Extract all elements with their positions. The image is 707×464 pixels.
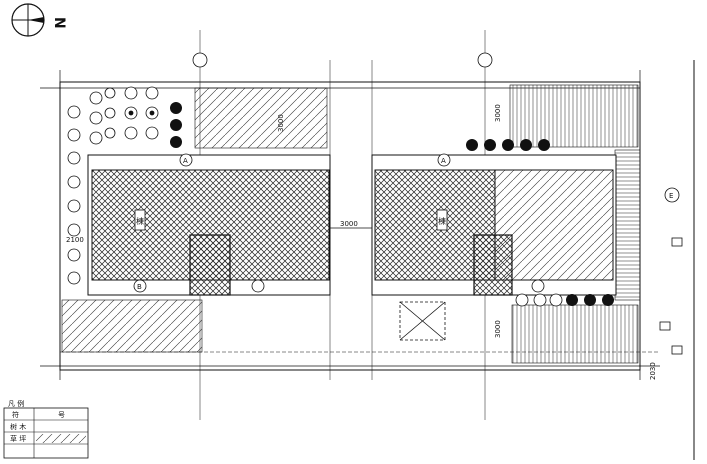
tree-group-top-left	[104, 86, 159, 140]
building-right-label: 棟	[438, 216, 446, 226]
legend-row2: 草 坪	[10, 434, 26, 443]
striped-zone-bottom-right	[511, 304, 639, 364]
dimension-bottom-right: 3000	[494, 320, 502, 338]
legend-header: 凡 例	[8, 399, 24, 408]
detail-marker: E	[669, 192, 673, 200]
grid-bubbles	[133, 52, 680, 293]
dark-shrubs-top-right	[466, 139, 550, 151]
legend: 凡 例 符 号 树 木 草 坪	[3, 399, 89, 459]
right-edge-mark: 2030	[649, 362, 657, 380]
building-left: 棟	[87, 154, 331, 296]
grid-bubble-b: B	[137, 283, 142, 291]
lawn-zone-top-left	[194, 87, 328, 149]
legend-col2: 号	[58, 411, 65, 419]
legend-col1: 符	[12, 410, 19, 419]
north-label: N	[51, 17, 67, 29]
dark-shrubs-top-left	[170, 102, 182, 148]
dark-shrubs-bottom-right	[566, 294, 614, 306]
building-left-label: 棟	[136, 216, 144, 226]
north-arrow-icon: N	[11, 3, 67, 37]
striped-zone-top-right	[509, 84, 639, 148]
grid-bubble-a-right: A	[441, 157, 446, 165]
lawn-zone-bottom-left	[61, 299, 203, 353]
striped-zone-right-edge	[614, 149, 641, 301]
dimension-between-buildings: 3000	[330, 220, 372, 229]
entry-gate	[399, 301, 446, 341]
dimension-left-small: 2100	[66, 236, 84, 244]
building-right: 棟	[371, 154, 617, 296]
svg-text:3000: 3000	[340, 220, 358, 228]
shrubs-bottom-right	[515, 293, 563, 307]
right-tags	[659, 237, 683, 355]
dimension-top-right: 3000	[494, 104, 502, 122]
grid-bubble-a: A	[183, 157, 188, 165]
dimension-top-left: 3000	[277, 114, 285, 132]
legend-row1: 树 木	[10, 422, 26, 431]
tree-group-left	[67, 91, 103, 285]
